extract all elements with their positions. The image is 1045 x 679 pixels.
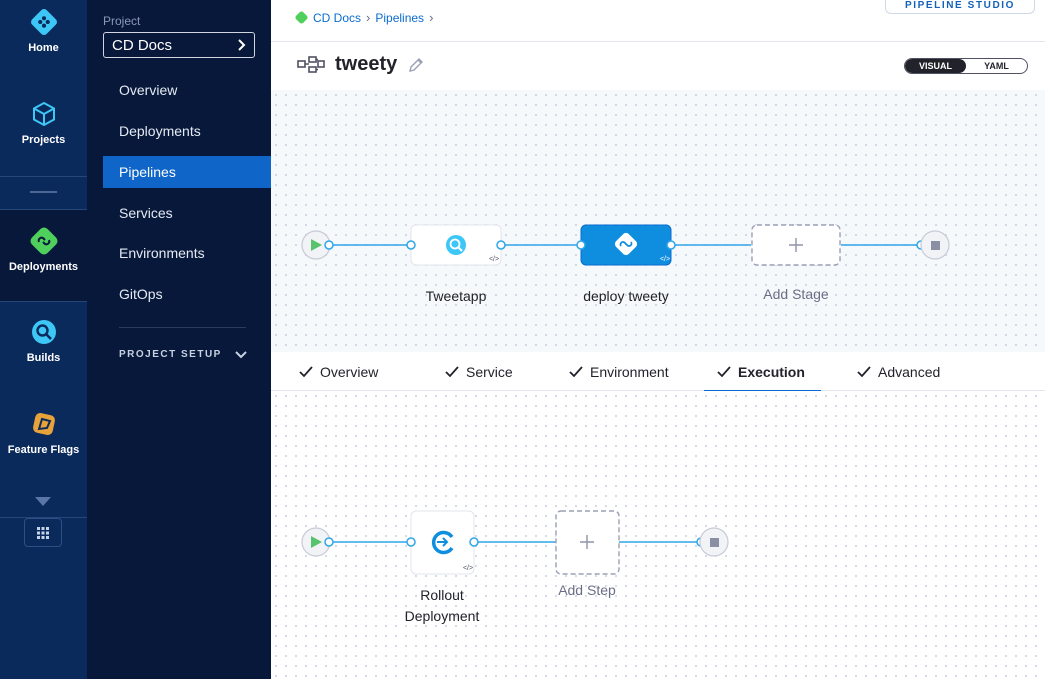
project-setup-toggle[interactable]: PROJECT SETUP (119, 349, 247, 360)
nav-item-pipelines[interactable]: Pipelines (103, 156, 271, 188)
feature-flags-icon (30, 410, 58, 438)
rail-dash (30, 191, 57, 193)
step-label-line2: Deployment (404, 608, 480, 624)
title-row: tweety (297, 53, 425, 76)
rail-divider (0, 301, 87, 302)
rail-builds[interactable]: Builds (0, 318, 87, 374)
pipeline-studio: CD Docs › Pipelines › PIPELINE STUDIO tw… (271, 0, 1045, 679)
breadcrumb-separator: › (366, 10, 371, 25)
header-divider (271, 41, 1045, 42)
pencil-icon[interactable] (407, 56, 425, 74)
project-setup-label: PROJECT SETUP (119, 349, 222, 360)
pipeline-start-node (301, 230, 331, 260)
plus-icon (580, 535, 594, 549)
execution-canvas[interactable]: </> Rollout Deployment Add Step (271, 391, 1045, 679)
rail-projects-label: Projects (21, 134, 66, 146)
rail-divider (0, 209, 87, 210)
pipeline-studio-tag: PIPELINE STUDIO (885, 0, 1035, 14)
tab-service[interactable]: Service (445, 352, 513, 391)
cube-icon (30, 100, 58, 128)
deployments-icon (30, 227, 58, 255)
check-icon (299, 365, 313, 377)
rail-home[interactable]: Home (0, 8, 87, 70)
chevron-right-icon (238, 39, 246, 51)
chevron-down-icon (235, 350, 247, 358)
tab-overview-label: Overview (320, 363, 379, 380)
svg-text:</>: </> (463, 565, 473, 572)
plus-icon (789, 238, 803, 252)
execution-start-node (301, 527, 331, 557)
nav-item-environments[interactable]: Environments (119, 245, 205, 261)
tab-environment-label: Environment (590, 363, 669, 380)
check-icon (445, 365, 459, 377)
harness-logo-icon (30, 8, 58, 36)
add-stage-button[interactable] (751, 224, 841, 266)
execution-graph: </> (301, 510, 729, 575)
rail-projects[interactable]: Projects (0, 100, 87, 160)
visual-yaml-toggle[interactable]: VISUAL YAML (904, 58, 1028, 74)
add-step-button[interactable] (555, 510, 620, 575)
pipeline-icon (297, 55, 325, 73)
rail-builds-label: Builds (26, 352, 61, 364)
nav-item-gitops[interactable]: GitOps (119, 286, 163, 302)
tab-execution[interactable]: Execution (704, 352, 821, 392)
project-name: CD Docs (112, 36, 173, 54)
tab-advanced-label: Advanced (878, 363, 941, 380)
stage-label-tweetapp: Tweetapp (425, 288, 487, 304)
rollout-icon (431, 530, 454, 555)
add-stage-label[interactable]: Add Stage (763, 286, 829, 302)
stage-tweetapp[interactable]: </> (410, 224, 502, 266)
builds-icon (30, 318, 58, 346)
nav-divider (119, 327, 246, 328)
pipeline-graph: </> </> (301, 224, 950, 266)
stage-deploy-tweety[interactable]: </> (580, 224, 672, 266)
tab-service-label: Service (466, 363, 513, 380)
check-icon (857, 365, 871, 377)
pipeline-end-node (920, 230, 950, 260)
chevron-down-icon[interactable] (35, 497, 51, 506)
check-icon (717, 365, 731, 377)
pipeline-canvas[interactable]: </> </> (271, 90, 1045, 352)
rail-divider (0, 176, 87, 177)
tab-execution-label: Execution (738, 363, 805, 380)
add-step-label[interactable]: Add Step (558, 582, 616, 598)
project-nav: Project CD Docs Overview Deployments Pip… (87, 0, 271, 679)
execution-end-node (699, 527, 729, 557)
deployments-icon (295, 11, 308, 24)
rail-home-label: Home (28, 42, 59, 54)
yaml-option[interactable]: YAML (984, 61, 1009, 71)
svg-text:</>: </> (660, 256, 670, 263)
step-rollout-deployment[interactable]: </> (410, 510, 475, 575)
svg-text:</>: </> (489, 256, 499, 263)
rail-deployments[interactable]: Deployments (0, 210, 87, 301)
check-icon (569, 365, 583, 377)
tab-overview[interactable]: Overview (299, 352, 378, 391)
rail-feature-flags-label: Feature Flags (7, 444, 80, 456)
breadcrumb: CD Docs › Pipelines › (295, 10, 433, 25)
builds-icon (446, 235, 466, 255)
tab-advanced[interactable]: Advanced (857, 352, 940, 391)
project-selector[interactable]: CD Docs (103, 32, 255, 58)
breadcrumb-pipelines[interactable]: Pipelines (375, 10, 425, 25)
pipeline-title: tweety (335, 53, 398, 75)
grid-icon (37, 526, 49, 539)
stage-tabs: Overview Service Environment Execution A… (271, 352, 1045, 392)
breadcrumb-separator: › (429, 10, 434, 25)
step-label-rollout-deployment: Rollout Deployment (381, 585, 503, 627)
nav-item-deployments[interactable]: Deployments (119, 123, 201, 139)
breadcrumb-project[interactable]: CD Docs (313, 10, 362, 25)
rail-divider (0, 517, 87, 518)
left-rail: Home Projects Deployments Builds (0, 0, 87, 679)
tab-environment[interactable]: Environment (569, 352, 669, 391)
modules-grid-button[interactable] (24, 518, 62, 547)
stage-label-deploy-tweety: deploy tweety (583, 288, 669, 304)
step-label-line1: Rollout (420, 587, 464, 603)
visual-option[interactable]: VISUAL (905, 59, 966, 73)
nav-item-services[interactable]: Services (119, 205, 173, 221)
rail-feature-flags[interactable]: Feature Flags (0, 410, 87, 466)
rail-deployments-label: Deployments (8, 261, 79, 273)
nav-item-overview[interactable]: Overview (119, 82, 178, 98)
project-label: Project (103, 14, 141, 28)
